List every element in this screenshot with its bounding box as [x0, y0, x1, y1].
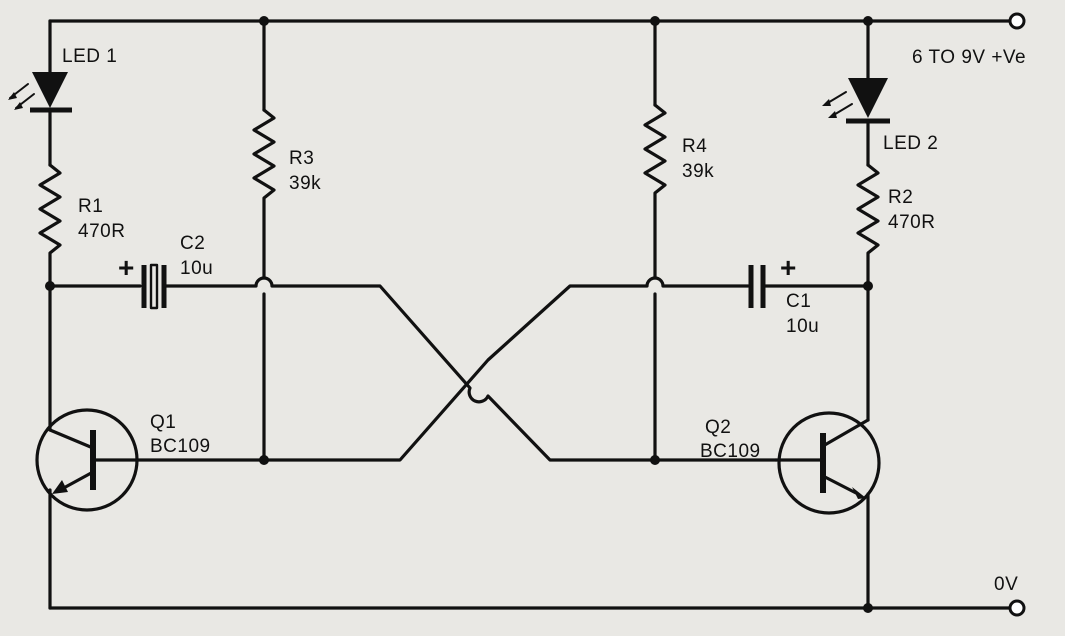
junction-dot — [259, 16, 269, 26]
q1-name-label: Q1 — [150, 412, 176, 433]
r4-name-label: R4 — [682, 136, 707, 157]
q2-name-label: Q2 — [705, 417, 731, 438]
c2-polarity: + — [118, 252, 134, 283]
c2-value-label: 10u — [180, 258, 213, 279]
c2-plate-hollow — [149, 263, 159, 310]
r3-value-label: 39k — [289, 173, 321, 194]
q1-transistor — [35, 408, 139, 610]
r1-name-label: R1 — [78, 196, 103, 217]
junction-dot — [650, 455, 660, 465]
q1-base-wire — [91, 276, 750, 462]
junction-dot — [863, 281, 873, 291]
r1-value-label: 470R — [78, 221, 125, 242]
led1-label: LED 1 — [62, 46, 117, 67]
junction-dot — [45, 281, 55, 291]
junction-dot — [259, 455, 269, 465]
c2-to-q2-base-wire — [162, 276, 657, 462]
r2-value-label: 470R — [888, 212, 935, 233]
r2-name-label: R2 — [888, 187, 913, 208]
r4-value-label: 39k — [682, 161, 714, 182]
ground-label: 0V — [994, 574, 1018, 595]
led2-label: LED 2 — [883, 133, 938, 154]
c1-name-label: C1 — [786, 291, 811, 312]
r3-name-label: R3 — [289, 148, 314, 169]
r3-resistor — [252, 108, 276, 280]
junction-dot — [863, 603, 873, 613]
r4-resistor — [643, 103, 667, 280]
c1-value-label: 10u — [786, 316, 819, 337]
r1-resistor — [38, 163, 62, 288]
ground-terminal[interactable] — [1008, 599, 1026, 617]
q2-type-label: BC109 — [700, 441, 761, 462]
positive-terminal[interactable] — [1008, 12, 1026, 30]
c2-name-label: C2 — [180, 233, 205, 254]
c1-polarity: + — [780, 252, 796, 283]
q1-type-label: BC109 — [150, 436, 211, 457]
supply-label: 6 TO 9V +Ve — [912, 47, 1026, 68]
junction-dot — [650, 16, 660, 26]
q2-transistor — [774, 411, 881, 610]
led2-symbol — [822, 78, 890, 124]
led1-symbol — [8, 72, 72, 113]
r2-resistor — [856, 163, 880, 288]
junction-dot — [863, 16, 873, 26]
